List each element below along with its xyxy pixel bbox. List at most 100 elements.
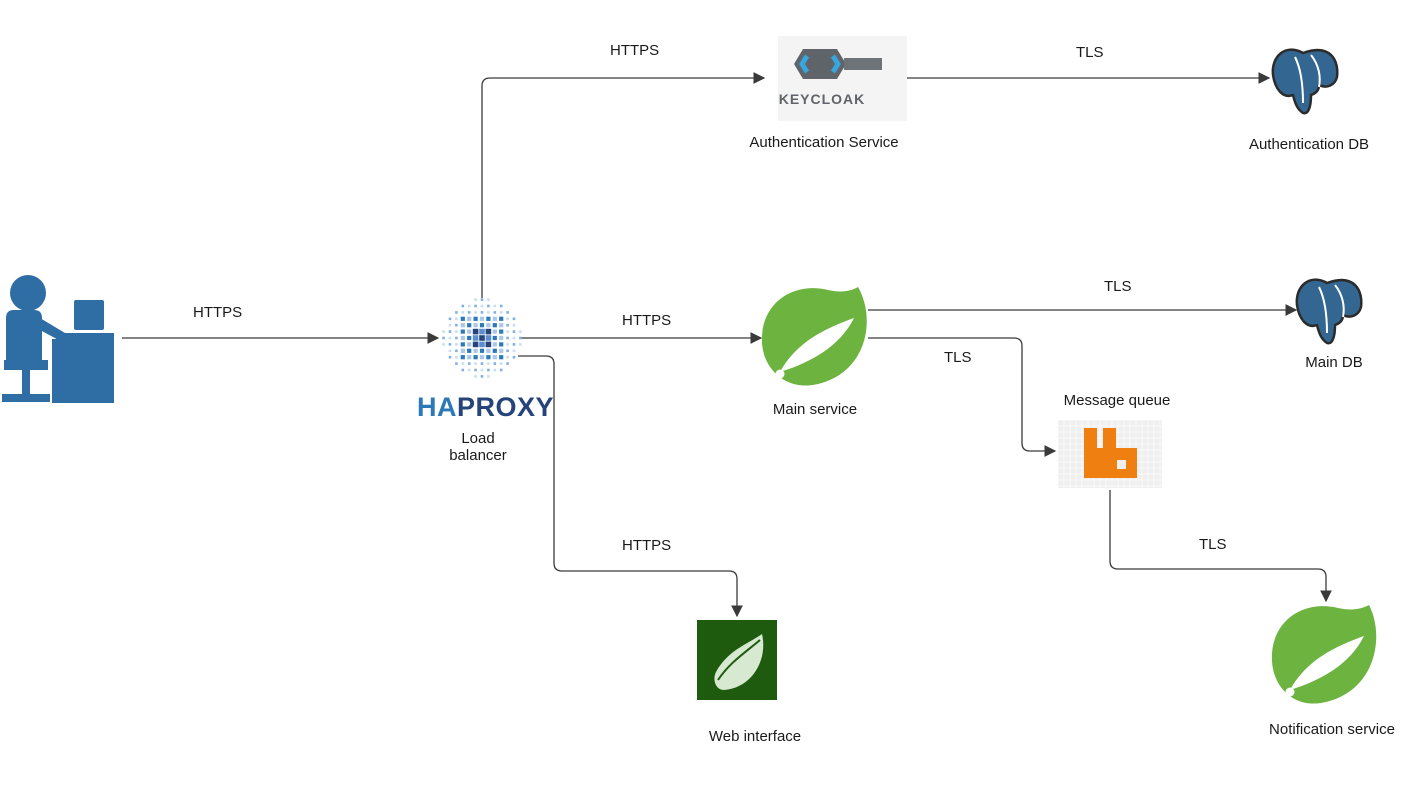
edge-lb-to-web [518,355,743,618]
haproxy-dot [473,355,478,360]
keycloak-logo-text: KEYCLOAK [779,91,866,107]
haproxy-dot [479,348,485,353]
haproxy-dot [448,336,452,340]
haproxy-dot [487,304,490,308]
haproxy-dot [479,328,485,335]
message-queue-label: Message queue [1063,392,1171,409]
haproxy-dot [506,336,509,340]
edge-label-auth-authdb: TLS [1076,44,1104,61]
haproxy-dot [474,311,477,314]
haproxy-dot [506,343,509,346]
edge-label-user-lb: HTTPS [193,304,243,321]
haproxy-dot [519,330,522,333]
haproxy-dot [480,362,484,365]
haproxy-dot [492,355,497,360]
haproxy-dot [455,362,458,365]
haproxy-dot [460,342,465,347]
haproxy-dot [474,375,477,378]
haproxy-dot [472,335,479,341]
spring-icon [761,287,867,386]
haproxy-dot [473,348,478,353]
haproxy-dot [486,323,491,328]
edge-main-to-queue [868,337,1057,457]
haproxy-dot [485,328,492,335]
haproxy-dot [512,317,516,321]
haproxy-dot [460,323,465,328]
haproxy-dot [493,362,497,365]
haproxy-dot [448,323,452,327]
load-balancer-label: Load balancer [440,430,516,464]
haproxy-dot [506,317,509,321]
spring-tool-icon [697,620,777,700]
postgresql-icon [1271,48,1339,115]
haproxy-dot [474,368,477,372]
edge-label-lb-auth: HTTPS [610,42,660,59]
web-interface-label: Web interface [708,728,802,745]
haproxy-dot [472,341,479,348]
haproxy-dot [486,348,491,353]
haproxy-dot [492,329,497,334]
haproxy-dot [460,335,465,341]
edge-label-queue-notif: TLS [1199,536,1227,553]
haproxy-dot [473,323,478,328]
haproxy-dot [506,362,509,365]
haproxy-dot [499,311,503,314]
haproxy-dot [479,355,485,360]
haproxy-dot [442,343,445,346]
haproxy-dot [473,316,478,321]
haproxy-dot [455,336,458,340]
haproxy-dot [480,368,484,372]
haproxy-dot [512,330,516,333]
haproxy-dot [492,316,497,321]
haproxy-dot [461,304,465,308]
haproxy-logo-text: HAPROXY [417,392,554,423]
haproxy-dot [487,375,490,378]
haproxy-dot [467,342,472,347]
haproxy-dot [519,343,522,346]
haproxy-dot [506,311,509,314]
haproxy-dot [493,368,497,372]
haproxy-dot [467,362,471,365]
haproxy-dot [499,342,504,347]
haproxy-dot [455,323,458,327]
main-db-label: Main DB [1305,354,1363,371]
load-balancer-label-line1: Load [461,430,495,447]
haproxy-dot [480,311,484,314]
haproxy-dot [480,304,484,308]
haproxy-dot [467,355,472,360]
postgresql-icon [1295,278,1363,345]
haproxy-dot [506,330,509,333]
haproxy-dot [460,316,465,321]
haproxy-dot [499,316,504,321]
haproxy-dot [499,362,503,365]
haproxy-dot [480,298,484,301]
haproxy-dot [467,304,471,308]
haproxy-dot [467,368,471,372]
haproxy-dot [479,335,485,341]
haproxy-dot [480,375,484,378]
haproxy-dot [499,304,503,308]
haproxy-dot [455,355,458,359]
haproxy-dot [455,343,458,346]
haproxy-dot [448,355,452,359]
haproxy-dot [474,362,477,365]
edge-label-lb-web: HTTPS [622,537,672,554]
edge-queue-to-notif [1109,490,1332,603]
haproxy-dot [448,330,452,333]
haproxy-logo-proxy: PROXY [457,392,555,422]
haproxy-dot [493,311,497,314]
haproxy-dot [499,329,504,334]
haproxy-dot [506,349,509,353]
haproxy-logo-ha: HA [417,392,457,422]
haproxy-dot [499,348,504,353]
haproxy-dot [487,298,490,301]
haproxy-dot [455,330,458,333]
haproxy-dot [512,323,516,327]
haproxy-dot [512,355,516,359]
haproxy-dot [479,316,485,321]
edge-lb-to-auth [481,72,766,298]
haproxy-dot [460,355,465,360]
haproxy-dot [448,343,452,346]
haproxy-dot [487,368,490,372]
